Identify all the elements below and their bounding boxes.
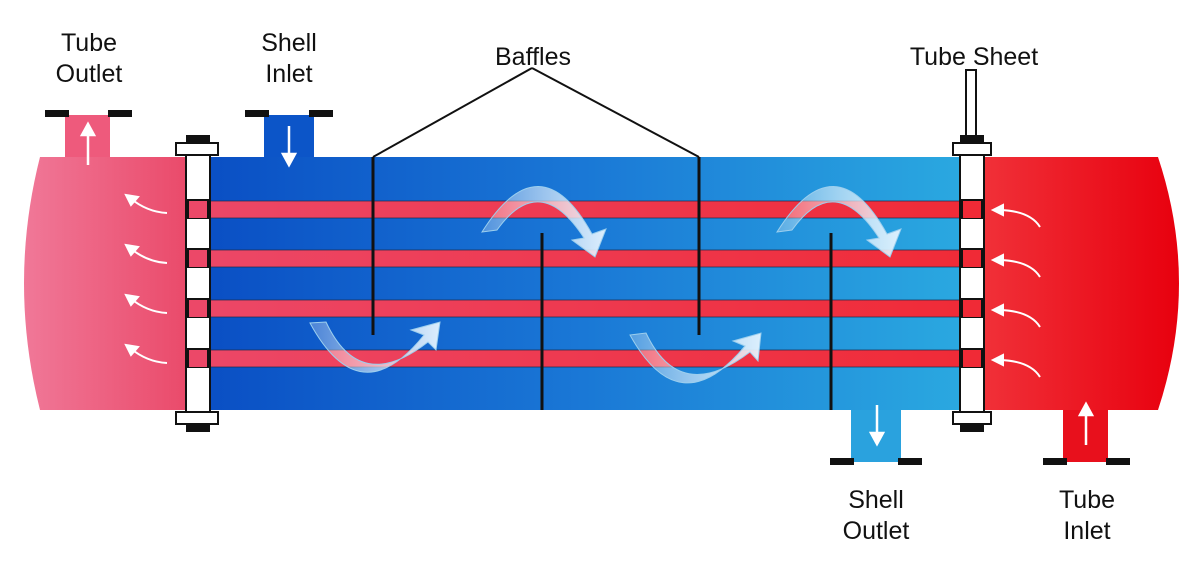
label-shell-outlet: Shell Outlet: [842, 486, 910, 545]
head-flow-arrows: [124, 193, 1041, 378]
curved-arrow-icon: [990, 303, 1041, 328]
curved-arrow-icon: [124, 193, 168, 214]
arrow-icon: [79, 121, 97, 165]
tube: [188, 300, 985, 317]
left-head: [24, 157, 188, 410]
label-tube-outlet: Tube Outlet: [55, 29, 123, 88]
arrow-icon: [868, 405, 886, 447]
baffles: [371, 157, 833, 410]
tube: [188, 350, 985, 367]
arrow-icon: [280, 126, 298, 168]
curved-arrow-icon: [990, 253, 1041, 278]
curved-arrow-icon: [124, 293, 168, 314]
tube: [188, 250, 985, 267]
curved-arrow-icon: [309, 321, 441, 373]
nozzle-flow-arrows: [79, 121, 1095, 447]
tube-bundle: [188, 200, 985, 368]
curved-arrow-icon: [990, 203, 1041, 228]
tube-sheet-leader-line: [965, 69, 977, 137]
tube: [188, 201, 985, 218]
tube-sheet-left: [175, 135, 219, 432]
arrow-icon: [1077, 401, 1095, 445]
tube-sheet-right: [952, 135, 992, 432]
right-head: [985, 157, 1179, 410]
shell-flow-arrows: [309, 186, 902, 384]
curved-arrow-icon: [124, 243, 168, 264]
baffles-leader-lines: [372, 67, 700, 158]
curved-arrow-icon: [481, 186, 607, 258]
label-shell-inlet: Shell Inlet: [261, 29, 317, 88]
label-baffles: Baffles: [495, 43, 571, 71]
curved-arrow-icon: [990, 353, 1041, 378]
label-tube-sheet: Tube Sheet: [909, 43, 1039, 71]
curved-arrow-icon: [629, 332, 762, 384]
curved-arrow-icon: [124, 343, 168, 364]
label-tube-inlet: Tube Inlet: [1058, 486, 1116, 545]
curved-arrow-icon: [776, 186, 902, 258]
